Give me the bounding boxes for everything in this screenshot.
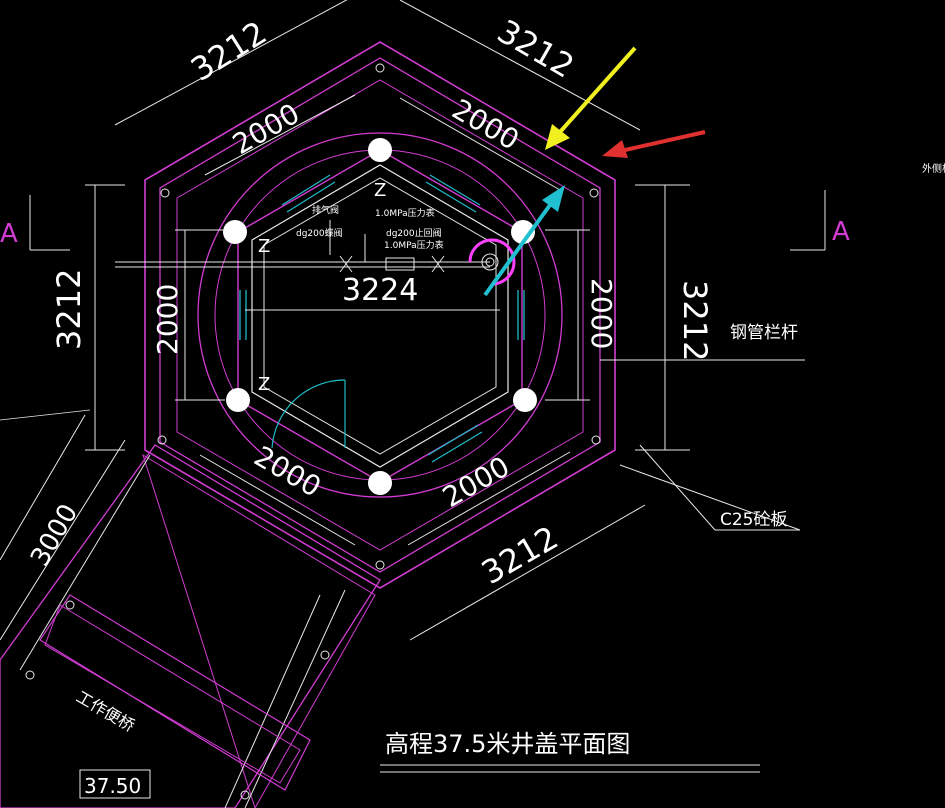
label-exhaust-valve: 排气阀 xyxy=(312,204,339,216)
pipe-tag-bottom: Z xyxy=(258,374,270,395)
well-circle-outer xyxy=(197,132,563,498)
dim-bridge-width: 3000 xyxy=(25,499,84,571)
dim-left-inner: 2000 xyxy=(151,284,184,355)
dim-pipe-span: 3224 xyxy=(342,273,418,308)
label-valve-1: dg200蝶阀 xyxy=(296,227,343,239)
dimension-texts: 3212 3212 2000 2000 3212 2000 2000 3212 … xyxy=(25,12,714,592)
drawing-title: 高程37.5米井盖平面图 xyxy=(385,730,630,758)
dim-bottom-left-inner: 2000 xyxy=(249,439,327,503)
dim-top-left-outer: 3212 xyxy=(184,13,273,88)
dim-bottom-right-inner: 2000 xyxy=(437,450,515,514)
label-gauge-2: 1.0MPa压力表 xyxy=(384,239,444,251)
work-bridge xyxy=(0,409,381,808)
dim-right-inner: 2000 xyxy=(585,278,618,349)
dim-right-outer: 3212 xyxy=(676,280,714,361)
label-edge: 外侧栏杆 xyxy=(922,162,945,175)
dim-left-outer: 3212 xyxy=(50,269,88,350)
pipe-tag-top: Z xyxy=(374,180,386,201)
dim-bottom-outer: 3212 xyxy=(475,518,565,592)
flowmeter-arc xyxy=(468,238,516,286)
section-mark-right: A xyxy=(832,217,850,247)
label-valve-2: dg200止回阀 xyxy=(386,227,442,239)
elevation-label: 37.50 xyxy=(84,774,141,798)
column-nodes xyxy=(223,138,537,495)
section-mark-left: A xyxy=(0,219,18,249)
elevation-box xyxy=(79,769,151,799)
pipe-line xyxy=(115,220,500,311)
dim-top-left-inner: 2000 xyxy=(227,97,305,161)
pipe-tag-left: Z xyxy=(258,236,270,257)
dimension-lines xyxy=(29,0,826,773)
door-swing xyxy=(271,379,346,449)
water-lines xyxy=(239,174,525,463)
dim-top-right-outer: 3212 xyxy=(491,12,581,86)
annotation-arrows xyxy=(483,46,706,297)
label-steel-railing: 钢管栏杆 xyxy=(730,323,798,343)
label-c25-slab: C25砼板 xyxy=(720,510,788,530)
outer-hexagon xyxy=(144,41,616,589)
label-gauge-1: 1.0MPa压力表 xyxy=(375,207,435,219)
